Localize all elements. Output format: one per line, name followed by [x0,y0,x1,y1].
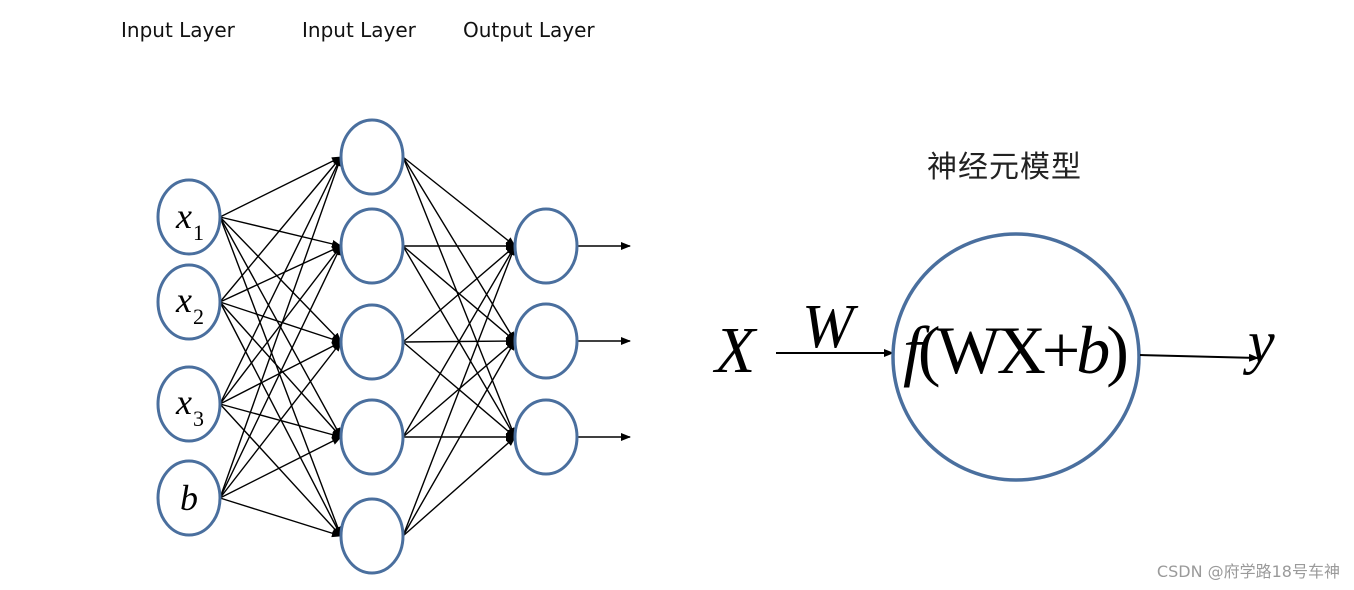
connection-edge [402,156,516,247]
input-neuron [156,263,222,341]
activation-formula: f(WX+b) [903,316,1129,384]
connection-edge [219,156,342,303]
connection-edge [219,156,342,218]
connection-edge [219,216,342,537]
hidden-neuron [339,303,405,381]
formula-open-paren: ( [917,312,941,388]
node-symbol: x [176,196,192,236]
output-layer-label: Output Layer [463,18,595,42]
formula-wx: WX [936,312,1046,388]
connections [219,156,631,538]
input-neuron [156,459,222,537]
node-symbol: b [180,478,198,518]
hidden-neuron [339,497,405,575]
node-subscript: 1 [192,220,204,245]
formula-f: f [903,312,922,388]
connection-edge [219,245,342,499]
connection-edge [219,245,342,405]
connection-edge [402,245,516,343]
connection-edge [402,156,516,342]
node-symbol: x [176,382,192,422]
model-input-symbol: X [715,314,756,387]
connection-edge [219,216,342,248]
node-subscript: 2 [192,304,204,329]
connection-edge [219,301,342,343]
formula-b: b [1076,312,1110,388]
output-neuron [513,302,579,380]
connection-edge [219,403,342,537]
model-output-arrow [1139,353,1259,362]
neurons [156,118,579,575]
output-neuron [513,207,579,285]
connection-edge [402,436,516,537]
hidden-neuron [339,398,405,476]
input-node-label-x2: x2 [176,280,204,328]
connection-edge [402,156,516,438]
input-layer-label: Input Layer [121,18,235,42]
model-output-symbol: y [1248,309,1275,375]
connection-edge [219,436,342,499]
input-node-label-x3: x3 [176,382,204,430]
connection-edge [219,497,342,538]
formula-close-paren: ) [1106,312,1129,388]
connection-edge [219,301,342,438]
connection-edge [402,245,516,537]
connection-edge [219,245,342,303]
node-subscript: 3 [192,406,204,431]
connection-edge [219,156,342,499]
input-neuron [156,178,222,256]
output-neuron [513,398,579,476]
input-neuron [156,365,222,443]
connection-edge [402,340,516,537]
input-node-label-x1: x1 [176,196,204,244]
neuron-model-graphic [776,232,1259,482]
node-symbol: x [176,280,192,320]
neuron-model-circle [891,232,1141,482]
connection-edge [219,341,342,499]
hidden-neuron [339,118,405,196]
connection-edge [219,156,342,405]
watermark: CSDN @府学路18号车神 [1156,562,1340,581]
formula-plus: + [1041,312,1080,388]
input-node-label-b: b [180,480,199,516]
model-weight-symbol: W [802,293,854,361]
connection-edge [402,245,516,438]
hidden-layer-label: Input Layer [302,18,416,42]
hidden-neuron [339,207,405,285]
connection-edge [402,340,516,438]
neuron-model-title: 神经元模型 [927,150,1082,185]
